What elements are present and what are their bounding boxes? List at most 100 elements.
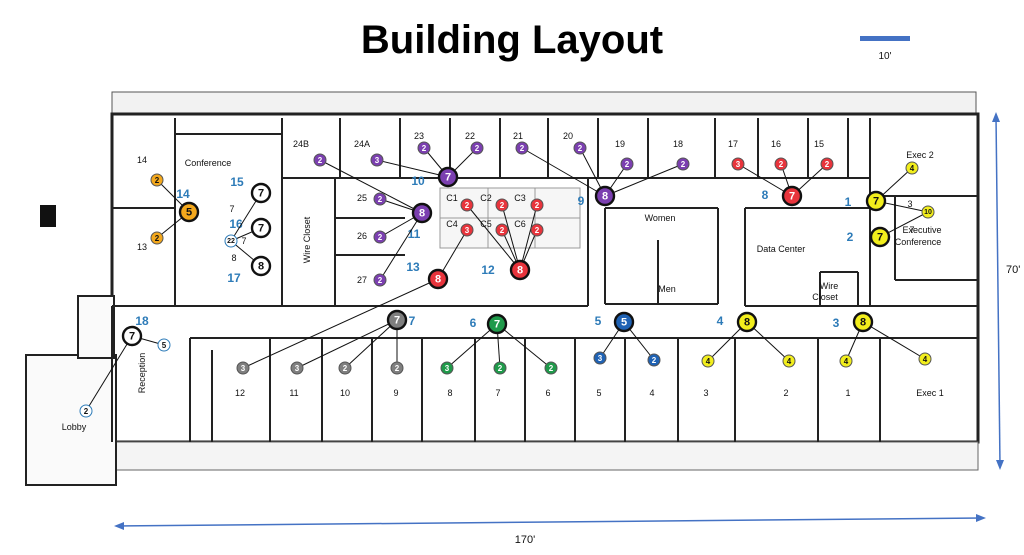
node-purple-18: 2 <box>676 157 690 171</box>
link-hub-yellow-8b-node-yellow-4d <box>862 321 926 360</box>
node-red-c2: 2 <box>495 198 509 212</box>
svg-text:3: 3 <box>736 160 741 169</box>
room-label-o2: 2 <box>783 388 788 398</box>
link-hub-green-7-node-green-2b <box>496 323 552 369</box>
room-label-o9: 9 <box>393 388 398 398</box>
room-label-o4: 4 <box>649 388 654 398</box>
node-red-c6: 2 <box>530 223 544 237</box>
hub-white-7b: 7 <box>250 217 272 239</box>
svg-text:7: 7 <box>258 188 264 200</box>
hub-yellow-8a: 8 <box>736 311 758 333</box>
svg-text:2: 2 <box>779 160 784 169</box>
hub-blue-5: 5 <box>613 311 635 333</box>
svg-text:8: 8 <box>419 208 425 220</box>
node-gray-3a: 3 <box>236 361 250 375</box>
group-label-1: 1 <box>845 195 852 209</box>
node-green-2a: 2 <box>493 361 507 375</box>
svg-text:2: 2 <box>84 407 89 416</box>
group-label-5: 5 <box>595 314 602 328</box>
svg-text:2: 2 <box>578 144 583 153</box>
room-label-o1: 1 <box>845 388 850 398</box>
room-label-conference: Conference <box>185 158 232 168</box>
room-label-13: 13 <box>137 242 147 252</box>
group-label-11: 11 <box>408 227 421 241</box>
group-label-16: 16 <box>229 217 243 231</box>
svg-text:5: 5 <box>162 341 167 350</box>
hub-purple-7: 7 <box>437 166 459 188</box>
hub-orange-5: 5 <box>178 201 200 223</box>
room-label-21: 21 <box>513 131 523 141</box>
svg-text:8: 8 <box>517 265 523 277</box>
room-label-23: 23 <box>414 131 424 141</box>
room-label-15: 15 <box>814 139 824 149</box>
room-label-conf-7a: 7 <box>229 204 234 214</box>
svg-text:7: 7 <box>394 315 400 327</box>
hub-white-8: 8 <box>250 255 272 277</box>
link-hub-red-8b-node-red-c2 <box>501 204 521 271</box>
room-label-c6: C6 <box>514 219 526 229</box>
node-yellow-4c: 4 <box>839 354 853 368</box>
node-red-c4: 3 <box>460 223 474 237</box>
node-gray-3b: 3 <box>290 361 304 375</box>
room-label-conference-2: Conference <box>895 237 942 247</box>
node-white-2: 2 <box>79 404 93 418</box>
node-red-c5: 2 <box>495 223 509 237</box>
svg-text:2: 2 <box>422 144 427 153</box>
room-label-c5: C5 <box>480 219 492 229</box>
svg-text:7: 7 <box>258 223 264 235</box>
room-label-17: 17 <box>728 139 738 149</box>
hub-red-8a: 8 <box>427 268 449 290</box>
group-label-3: 3 <box>833 316 840 330</box>
node-purple-24a: 3 <box>370 153 384 167</box>
svg-text:4: 4 <box>923 355 928 364</box>
room-label-25: 25 <box>357 193 367 203</box>
room-label-wire-closet-v: Wire Closet <box>302 216 312 263</box>
node-white-5: 5 <box>157 338 171 352</box>
node-purple-22: 2 <box>470 141 484 155</box>
group-label-14: 14 <box>176 187 190 201</box>
svg-text:10: 10 <box>924 209 932 216</box>
link-hub-gray-7-node-gray-3b <box>296 319 398 369</box>
svg-text:2: 2 <box>625 160 630 169</box>
node-red-16: 2 <box>774 157 788 171</box>
svg-text:5: 5 <box>621 317 627 329</box>
svg-text:2: 2 <box>378 233 383 242</box>
svg-text:2: 2 <box>318 156 323 165</box>
room-label-26: 26 <box>357 231 367 241</box>
room-label-o8: 8 <box>447 388 452 398</box>
svg-text:2: 2 <box>475 144 480 153</box>
walls <box>25 91 980 486</box>
room-label-wire: Wire <box>820 281 839 291</box>
width-dimension <box>114 514 986 530</box>
room-label-27: 27 <box>357 275 367 285</box>
svg-text:2: 2 <box>825 160 830 169</box>
group-label-13: 13 <box>406 260 420 274</box>
node-yellow-4a: 4 <box>701 354 715 368</box>
svg-text:5: 5 <box>186 207 192 219</box>
svg-text:2: 2 <box>395 364 400 373</box>
svg-text:7: 7 <box>445 172 451 184</box>
svg-text:8: 8 <box>744 317 750 329</box>
node-red-c3: 2 <box>530 198 544 212</box>
node-yellow-4d: 4 <box>918 352 932 366</box>
link-hub-red-8b-node-red-c1 <box>466 204 521 271</box>
room-label-exec-2: Exec 2 <box>906 150 934 160</box>
room-label-24a: 24A <box>354 139 370 149</box>
room-label-executive: Executive <box>902 225 941 235</box>
node-yellow-10: 10 <box>921 205 935 219</box>
room-label-o12: 12 <box>235 388 245 398</box>
svg-text:2: 2 <box>520 144 525 153</box>
room-label-women: Women <box>645 213 676 223</box>
room-label-18: 18 <box>673 139 683 149</box>
room-label-o6: 6 <box>545 388 550 398</box>
svg-text:7: 7 <box>877 232 883 244</box>
group-label-15: 15 <box>230 175 244 189</box>
svg-text:2: 2 <box>535 201 540 210</box>
svg-text:7: 7 <box>789 191 795 203</box>
room-label-o5: 5 <box>596 388 601 398</box>
room-label-exec-1: Exec 1 <box>916 388 944 398</box>
room-label-22: 22 <box>465 131 475 141</box>
room-label-c3: C3 <box>514 193 526 203</box>
node-purple-27: 2 <box>373 273 387 287</box>
